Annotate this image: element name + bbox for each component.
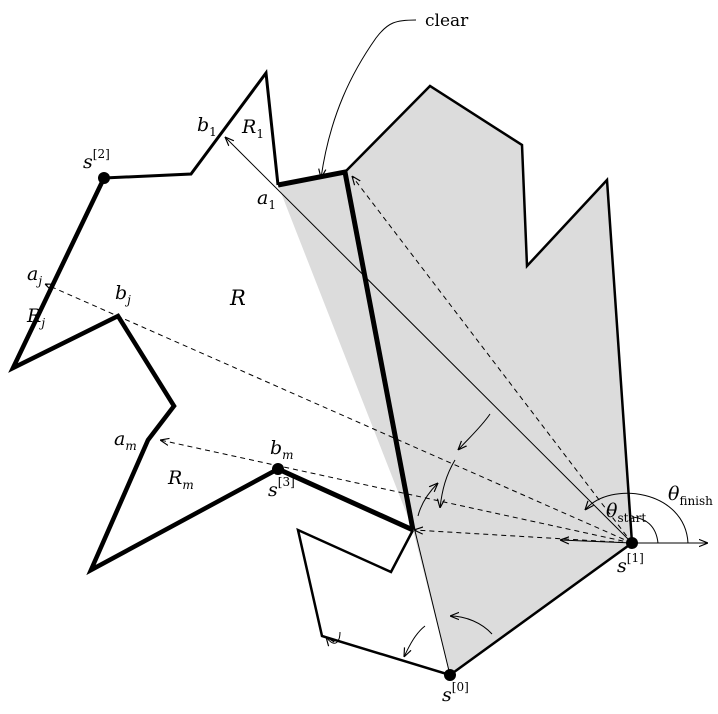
label-s0: s[0] xyxy=(442,680,469,706)
label-s3: s[3] xyxy=(268,475,295,501)
label-a1-main: a xyxy=(257,187,268,209)
label-rm: Rm xyxy=(167,467,194,492)
label-a1: a1 xyxy=(257,187,276,212)
rotation-arc-3 xyxy=(404,625,426,657)
theta-finish-arc xyxy=(631,516,659,544)
label-b1-main: b xyxy=(197,114,209,136)
pocket-r1-boundary xyxy=(103,69,280,186)
label-rj-sub: j xyxy=(38,316,45,330)
label-clear: clear xyxy=(425,11,469,31)
label-am-main: a xyxy=(114,428,125,450)
label-s1-main: s xyxy=(617,555,627,577)
left-boundary xyxy=(8,177,280,576)
rotation-arc-2 xyxy=(440,459,456,508)
shaded-visibility-region xyxy=(278,86,632,675)
label-s3-sup: [3] xyxy=(278,475,295,489)
label-bj: bj xyxy=(115,282,131,307)
label-theta-start-main: θ xyxy=(606,500,618,522)
label-bm: bm xyxy=(270,437,294,462)
label-r1: R1 xyxy=(241,116,264,141)
label-s2: s[2] xyxy=(83,147,110,173)
thick-edge-a1 xyxy=(277,169,416,531)
label-s0-main: s xyxy=(442,684,452,706)
label-aj: aj xyxy=(27,263,42,288)
label-theta-finish-main: θ xyxy=(668,483,680,505)
label-am-sub: m xyxy=(125,439,136,453)
ray-s0-to-corner xyxy=(414,530,451,676)
label-r1-main: R xyxy=(241,116,256,138)
label-bj-sub: j xyxy=(124,293,131,307)
label-r1-sub: 1 xyxy=(256,127,264,141)
label-theta-start-sub: start xyxy=(617,511,646,525)
label-bm-sub: m xyxy=(282,448,293,462)
dashed-rays xyxy=(45,176,633,544)
rotation-arcs xyxy=(326,413,689,657)
label-s3-main: s xyxy=(268,479,278,501)
label-a1-sub: 1 xyxy=(268,198,276,212)
label-bj-main: b xyxy=(115,282,127,304)
label-aj-sub: j xyxy=(35,274,42,288)
label-bm-main: b xyxy=(270,437,282,459)
label-s1: s[1] xyxy=(617,551,644,577)
clear-callout-curve xyxy=(321,19,417,178)
short-ray-s1 xyxy=(560,540,633,543)
label-theta-finish: θfinish xyxy=(668,483,713,508)
label-rm-sub: m xyxy=(182,478,193,492)
label-theta-start: θstart xyxy=(606,500,646,525)
dashed-ray-corner-a xyxy=(352,176,633,544)
point-s1 xyxy=(626,537,638,549)
label-s2-sup: [2] xyxy=(93,147,110,161)
label-s1-sup: [1] xyxy=(627,551,644,565)
ray-s1-to-r1 xyxy=(225,137,633,544)
dashed-ray-rj xyxy=(45,284,633,544)
point-s2 xyxy=(98,172,110,184)
label-region-r: R xyxy=(229,286,246,310)
label-am: am xyxy=(114,428,137,453)
rotation-arc-6 xyxy=(417,483,438,517)
rotation-arc-5 xyxy=(326,631,341,643)
label-aj-main: a xyxy=(27,263,38,285)
label-s2-main: s xyxy=(83,151,93,173)
point-s3 xyxy=(272,463,284,475)
rotation-arc-4 xyxy=(450,616,493,635)
label-rj-main: R xyxy=(26,305,41,327)
label-s0-sup: [0] xyxy=(452,680,469,694)
theta-start-arc xyxy=(585,492,689,544)
label-rm-main: R xyxy=(167,467,182,489)
rotation-arc-1 xyxy=(458,413,491,450)
label-theta-finish-sub: finish xyxy=(679,494,713,508)
point-s0 xyxy=(444,669,456,681)
thick-edge-bm xyxy=(276,466,415,533)
label-b1: b1 xyxy=(197,114,217,139)
label-rj: Rj xyxy=(26,305,45,330)
label-b1-sub: 1 xyxy=(209,125,217,139)
dashed-ray-corner-b xyxy=(414,530,633,544)
